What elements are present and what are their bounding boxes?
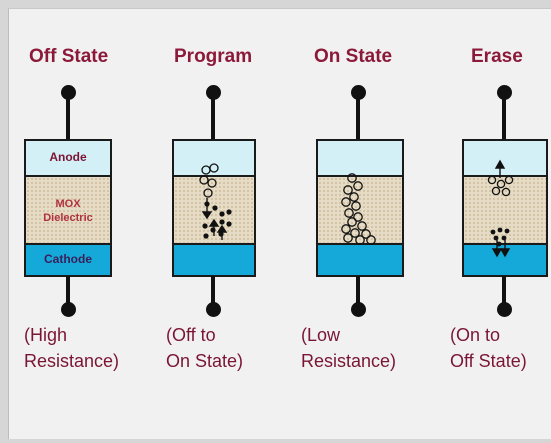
bottom-wire-off xyxy=(66,276,70,304)
caption-program-line2: On State) xyxy=(166,351,244,371)
dielectric-label: MOX Dielectric xyxy=(26,197,110,225)
caption-on-line1: (Low xyxy=(301,325,341,345)
top-terminal-program xyxy=(206,85,221,100)
bottom-terminal-on xyxy=(351,302,366,317)
caption-program: (Off to On State) xyxy=(166,322,243,374)
erase-ions xyxy=(490,227,510,247)
anode-label: Anode xyxy=(49,150,87,164)
bottom-wire-on xyxy=(356,276,360,304)
program-ions xyxy=(202,201,232,239)
top-wire-off xyxy=(66,96,70,140)
on-state-filament xyxy=(341,173,376,245)
anode-layer xyxy=(174,141,254,177)
heading-on-state: On State xyxy=(314,46,393,67)
top-terminal-off xyxy=(61,85,76,100)
cathode-label: Cathode xyxy=(44,252,92,266)
device-cell-on-state xyxy=(316,139,404,277)
bottom-wire-program xyxy=(211,276,215,304)
bottom-terminal-erase xyxy=(497,302,512,317)
bottom-terminal-off xyxy=(61,302,76,317)
erase-residue xyxy=(487,175,514,197)
heading-off-state: Off State xyxy=(29,46,109,67)
top-terminal-on xyxy=(351,85,366,100)
dielectric-layer xyxy=(26,177,110,243)
anode-layer xyxy=(464,141,546,177)
program-filament xyxy=(199,163,219,198)
heading-erase: Erase xyxy=(471,46,523,67)
top-terminal-erase xyxy=(497,85,512,100)
top-wire-erase xyxy=(502,96,506,140)
caption-program-line1: (Off to xyxy=(166,325,216,345)
top-wire-program xyxy=(211,96,215,140)
bottom-wire-erase xyxy=(502,276,506,304)
erase-arrows xyxy=(491,159,511,258)
bottom-terminal-program xyxy=(206,302,221,317)
cathode-layer xyxy=(26,243,110,275)
caption-erase-line1: (On to xyxy=(450,325,501,345)
dielectric-label-line1: MOX xyxy=(55,198,81,210)
cathode-layer xyxy=(174,243,254,275)
dielectric-label-line2: Dielectric xyxy=(43,212,93,224)
caption-on-line2: Resistance) xyxy=(301,351,397,371)
caption-off-state: (High Resistance) xyxy=(24,322,119,374)
heading-program: Program xyxy=(174,46,253,67)
device-cell-off-state: Anode MOX Dielectric Cathode xyxy=(24,139,112,277)
caption-on-state: (Low Resistance) xyxy=(301,322,396,374)
program-arrows xyxy=(201,198,228,240)
caption-off-line1: (High xyxy=(24,325,68,345)
dielectric-layer xyxy=(318,177,402,243)
caption-off-line2: Resistance) xyxy=(24,351,120,371)
caption-erase-line2: Off State) xyxy=(450,351,527,371)
anode-layer xyxy=(26,141,110,177)
top-wire-on xyxy=(356,96,360,140)
caption-erase: (On to Off State) xyxy=(450,322,527,374)
anode-layer xyxy=(318,141,402,177)
